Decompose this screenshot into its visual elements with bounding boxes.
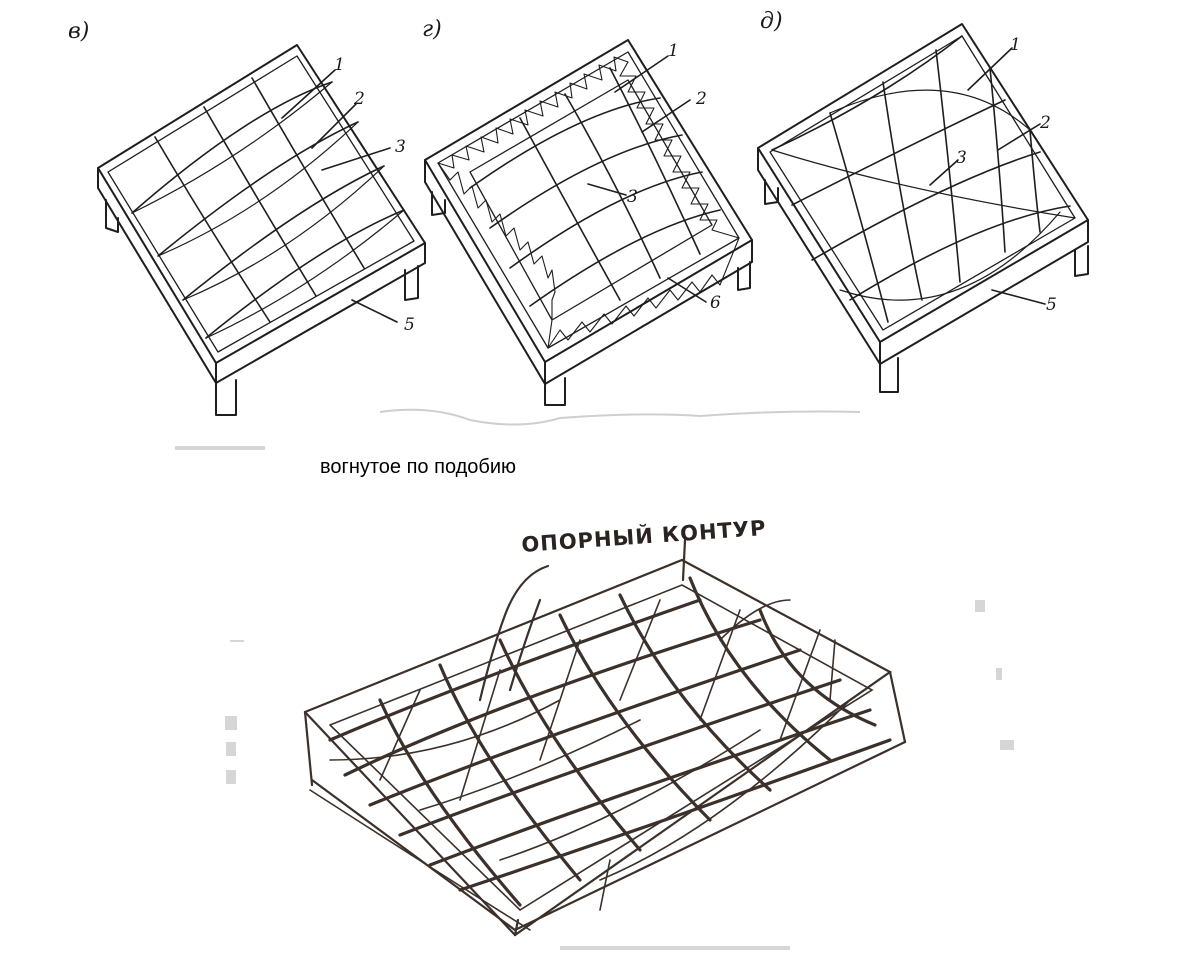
diagram-d-letter: д) [760, 9, 783, 34]
diagram-v-callout-5: 5 [404, 315, 415, 335]
diagram-g-callout-2: 2 [695, 89, 707, 109]
diagram-g-callout-1: 1 [668, 41, 679, 61]
diagram-g: г) [422, 17, 753, 406]
diagram-d: д) [757, 9, 1089, 393]
torn-edge [379, 408, 861, 426]
caption-text: вогнутое по подобию [320, 456, 516, 478]
hand-sketch: ОПОРНЫЙ КОНТУР [303, 515, 907, 937]
diagram-g-callout-6: 6 [710, 293, 721, 313]
diagram-v-callout-1: 1 [334, 55, 345, 75]
scan-artifacts [175, 446, 1014, 950]
diagram-v: в) [68, 19, 426, 416]
diagram-d-callout-3: 3 [956, 148, 967, 168]
diagram-g-letter: г) [422, 17, 442, 42]
diagram-v-letter: в) [68, 19, 89, 44]
diagram-d-callout-2: 2 [1039, 113, 1051, 133]
sketch-label: ОПОРНЫЙ КОНТУР [521, 515, 768, 557]
diagram-d-callout-1: 1 [1010, 35, 1021, 55]
diagram-d-callout-5: 5 [1046, 295, 1057, 315]
diagram-g-callout-3: 3 [627, 187, 638, 207]
diagram-v-callout-2: 2 [353, 89, 365, 109]
diagram-v-callout-3: 3 [395, 137, 406, 157]
